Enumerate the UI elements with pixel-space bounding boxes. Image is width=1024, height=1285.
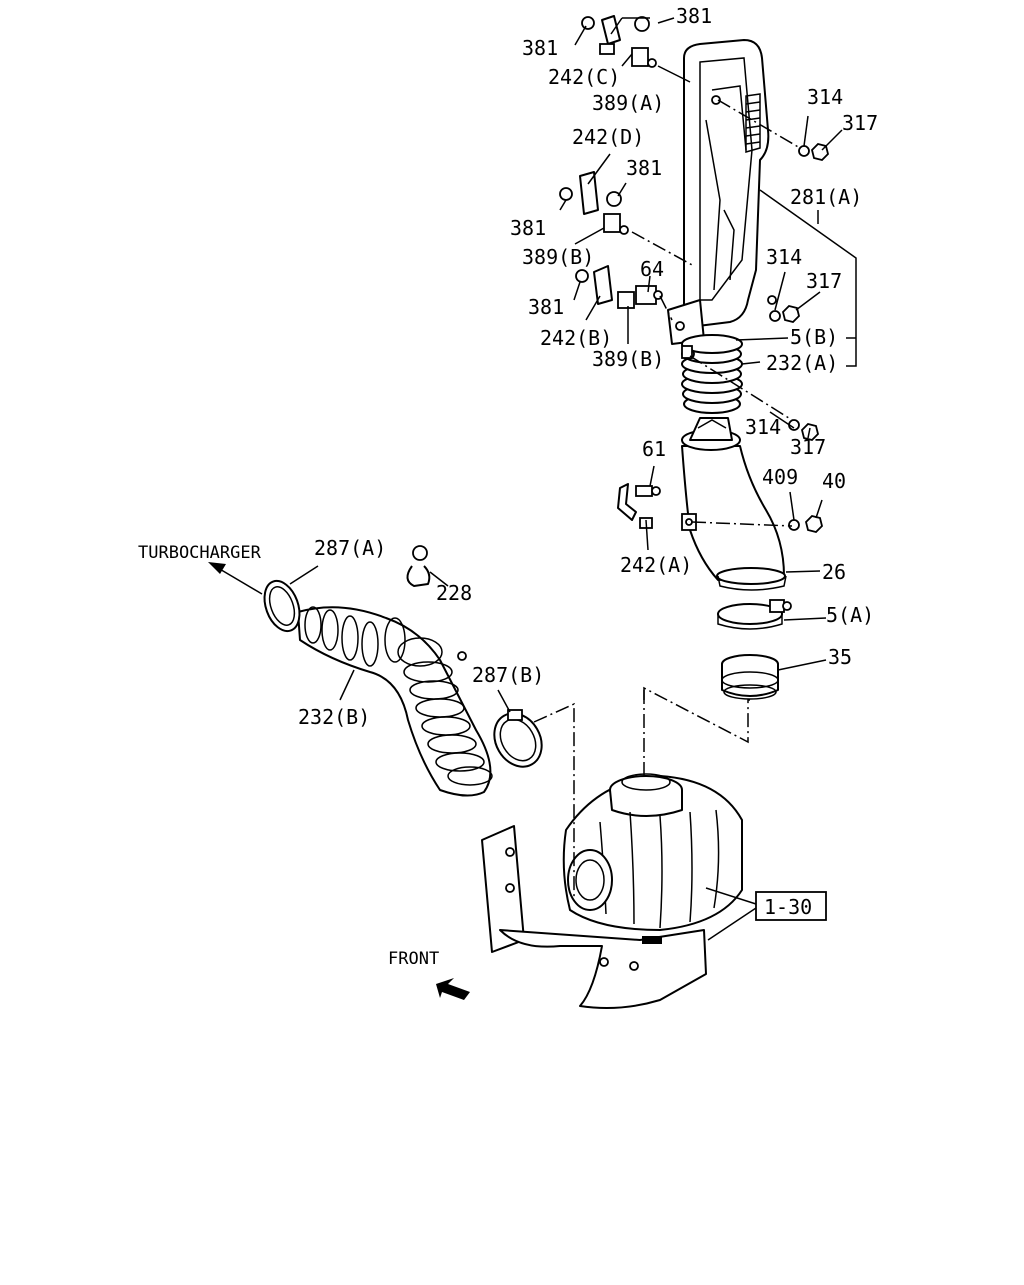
label-389b-2: 389(B) bbox=[592, 347, 664, 371]
hardware-cluster-mid bbox=[559, 171, 629, 235]
label-232a: 232(A) bbox=[766, 351, 838, 375]
label-35: 35 bbox=[828, 645, 852, 669]
bellows-232a bbox=[681, 334, 743, 414]
label-314-a: 314 bbox=[807, 85, 843, 109]
label-381-d: 381 bbox=[510, 216, 546, 240]
label-389b-1: 389(B) bbox=[522, 245, 594, 269]
air-cleaner-assembly bbox=[481, 773, 743, 1009]
label-61: 61 bbox=[642, 437, 666, 461]
label-5a: 5(A) bbox=[826, 603, 874, 627]
label-64: 64 bbox=[640, 257, 664, 281]
hardware-cluster-lower bbox=[575, 265, 663, 309]
front-arrow-icon bbox=[436, 978, 470, 1000]
label-409: 409 bbox=[762, 465, 798, 489]
label-381-a: 381 bbox=[522, 36, 558, 60]
clamp-5a bbox=[717, 599, 792, 630]
label-314-b: 314 bbox=[766, 245, 802, 269]
label-26: 26 bbox=[822, 560, 846, 584]
label-381-e: 381 bbox=[528, 295, 564, 319]
clamp-287b bbox=[493, 709, 543, 768]
label-5b: 5(B) bbox=[790, 325, 838, 349]
hardware-cluster-top bbox=[581, 15, 657, 68]
part-labels: 381 381 242(C) 389(A) 314 317 242(D) 381… bbox=[138, 4, 878, 969]
label-317-a: 317 bbox=[842, 111, 878, 135]
label-317-b: 317 bbox=[806, 269, 842, 293]
label-389a: 389(A) bbox=[592, 91, 664, 115]
leader-lines bbox=[289, 17, 857, 941]
label-287b: 287(B) bbox=[472, 663, 544, 687]
label-242d: 242(D) bbox=[572, 125, 644, 149]
label-314-c: 314 bbox=[745, 415, 781, 439]
intake-duct-281a bbox=[667, 39, 777, 345]
label-242c: 242(C) bbox=[548, 65, 620, 89]
bracket-242a bbox=[617, 483, 661, 529]
label-turbocharger: TURBOCHARGER bbox=[138, 543, 262, 563]
label-287a: 287(A) bbox=[314, 536, 386, 560]
label-242b: 242(B) bbox=[540, 326, 612, 350]
label-232b: 232(B) bbox=[298, 705, 370, 729]
clip-228 bbox=[406, 545, 431, 587]
label-281a: 281(A) bbox=[790, 185, 862, 209]
label-228: 228 bbox=[436, 581, 472, 605]
elbow-duct-26 bbox=[681, 417, 787, 591]
label-1-30: 1-30 bbox=[764, 895, 812, 919]
clamp-287a bbox=[263, 579, 301, 633]
label-40: 40 bbox=[822, 469, 846, 493]
label-381-b: 381 bbox=[676, 4, 712, 28]
arrow-left-up-icon bbox=[208, 562, 263, 595]
label-242a: 242(A) bbox=[620, 553, 692, 577]
duct-rib-panel bbox=[745, 93, 761, 153]
hose-232b bbox=[297, 606, 493, 797]
adapter-35 bbox=[721, 654, 779, 700]
label-381-c: 381 bbox=[626, 156, 662, 180]
label-317-c: 317 bbox=[790, 435, 826, 459]
ref-box-1-30 bbox=[755, 891, 827, 921]
label-front: FRONT bbox=[388, 949, 439, 969]
